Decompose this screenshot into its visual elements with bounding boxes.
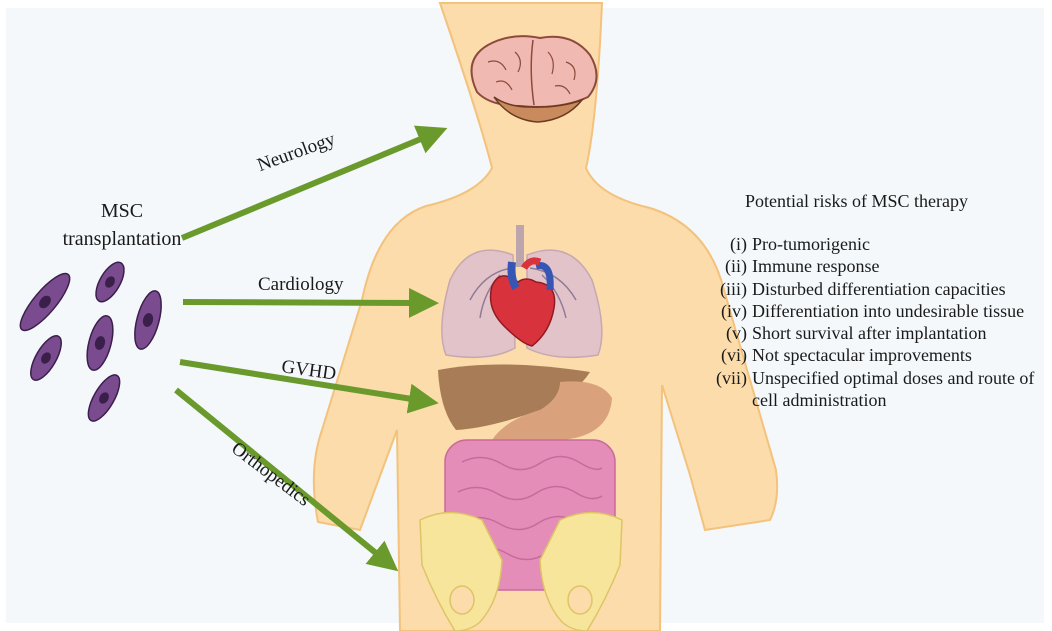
risk-item: (vii) Unspecified optimal doses and rout… bbox=[690, 367, 1045, 412]
risk-number: (iii) bbox=[690, 278, 752, 300]
risk-text: Unspecified optimal doses and route of c… bbox=[752, 367, 1045, 412]
risk-item: (i) Pro-tumorigenic bbox=[690, 233, 1045, 255]
risk-item: (iii) Disturbed differentiation capaciti… bbox=[690, 278, 1045, 300]
cardiology-label: Cardiology bbox=[258, 274, 344, 296]
risk-number: (vi) bbox=[690, 344, 752, 366]
risk-number: (i) bbox=[690, 233, 752, 255]
msc-cells bbox=[13, 258, 166, 426]
msc-cell bbox=[13, 267, 76, 336]
risk-number: (ii) bbox=[690, 255, 752, 277]
risk-text: Immune response bbox=[752, 255, 1045, 277]
risk-item: (ii) Immune response bbox=[690, 255, 1045, 277]
msc-transplantation-label: MSC transplantation bbox=[42, 197, 202, 253]
risk-number: (vii) bbox=[690, 367, 752, 412]
risk-text: Differentiation into undesirable tissue bbox=[752, 300, 1045, 322]
risk-text: Not spectacular improvements bbox=[752, 344, 1045, 366]
msc-label-line1: MSC bbox=[42, 197, 202, 225]
msc-cell bbox=[25, 331, 67, 384]
risks-title: Potential risks of MSC therapy bbox=[745, 190, 968, 212]
msc-cell bbox=[82, 313, 118, 373]
msc-cell bbox=[130, 288, 167, 352]
arrow-cardiology bbox=[183, 302, 418, 303]
risk-text: Short survival after implantation bbox=[752, 322, 1045, 344]
risk-number: (iv) bbox=[690, 300, 752, 322]
risks-list: (i) Pro-tumorigenic (ii) Immune response… bbox=[690, 233, 1045, 411]
msc-cell bbox=[82, 370, 125, 425]
risk-number: (v) bbox=[690, 322, 752, 344]
risk-item: (v) Short survival after implantation bbox=[690, 322, 1045, 344]
msc-cell bbox=[90, 258, 129, 306]
risk-text: Pro-tumorigenic bbox=[752, 233, 1045, 255]
risk-item: (vi) Not spectacular improvements bbox=[690, 344, 1045, 366]
risk-text: Disturbed differentiation capacities bbox=[752, 278, 1045, 300]
risk-item: (iv) Differentiation into undesirable ti… bbox=[690, 300, 1045, 322]
msc-label-line2: transplantation bbox=[42, 225, 202, 253]
